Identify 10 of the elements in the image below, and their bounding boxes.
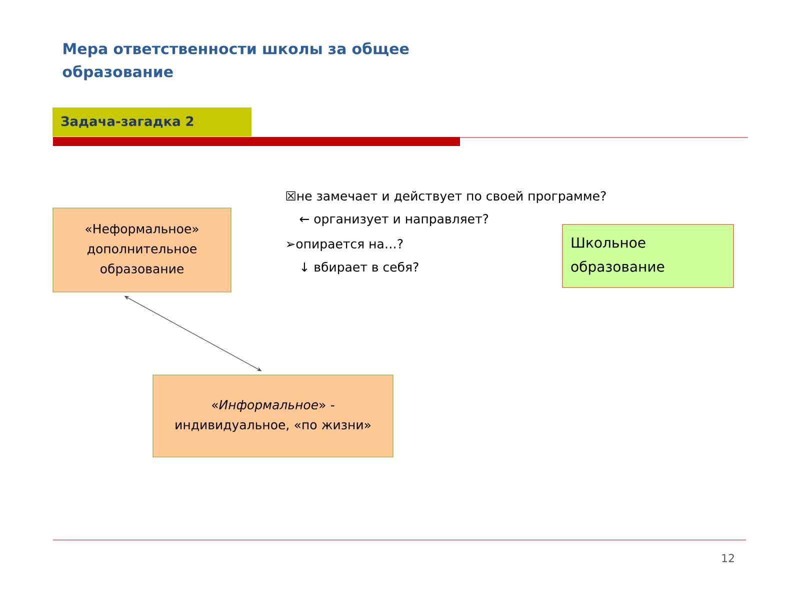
page-number: 12	[722, 554, 734, 562]
question-text: ← организует и направляет?	[300, 214, 488, 226]
text-box: «Неформальное» дополнительное образование	[52, 208, 232, 292]
question-text: ➢опирается на…?	[286, 239, 403, 251]
question-text: ☒не замечает и действует по своей программе?	[286, 190, 606, 204]
title: Мера ответственности школы за общее образование	[62, 42, 409, 80]
text-box: Школьное образование	[562, 224, 734, 288]
question-text: ↓ вбирает в себя?	[302, 262, 418, 274]
text-box: «Информальное» - индивидуальное, «по жизни»	[152, 374, 394, 458]
task-label-box: Задача-загадка 2	[52, 108, 252, 136]
